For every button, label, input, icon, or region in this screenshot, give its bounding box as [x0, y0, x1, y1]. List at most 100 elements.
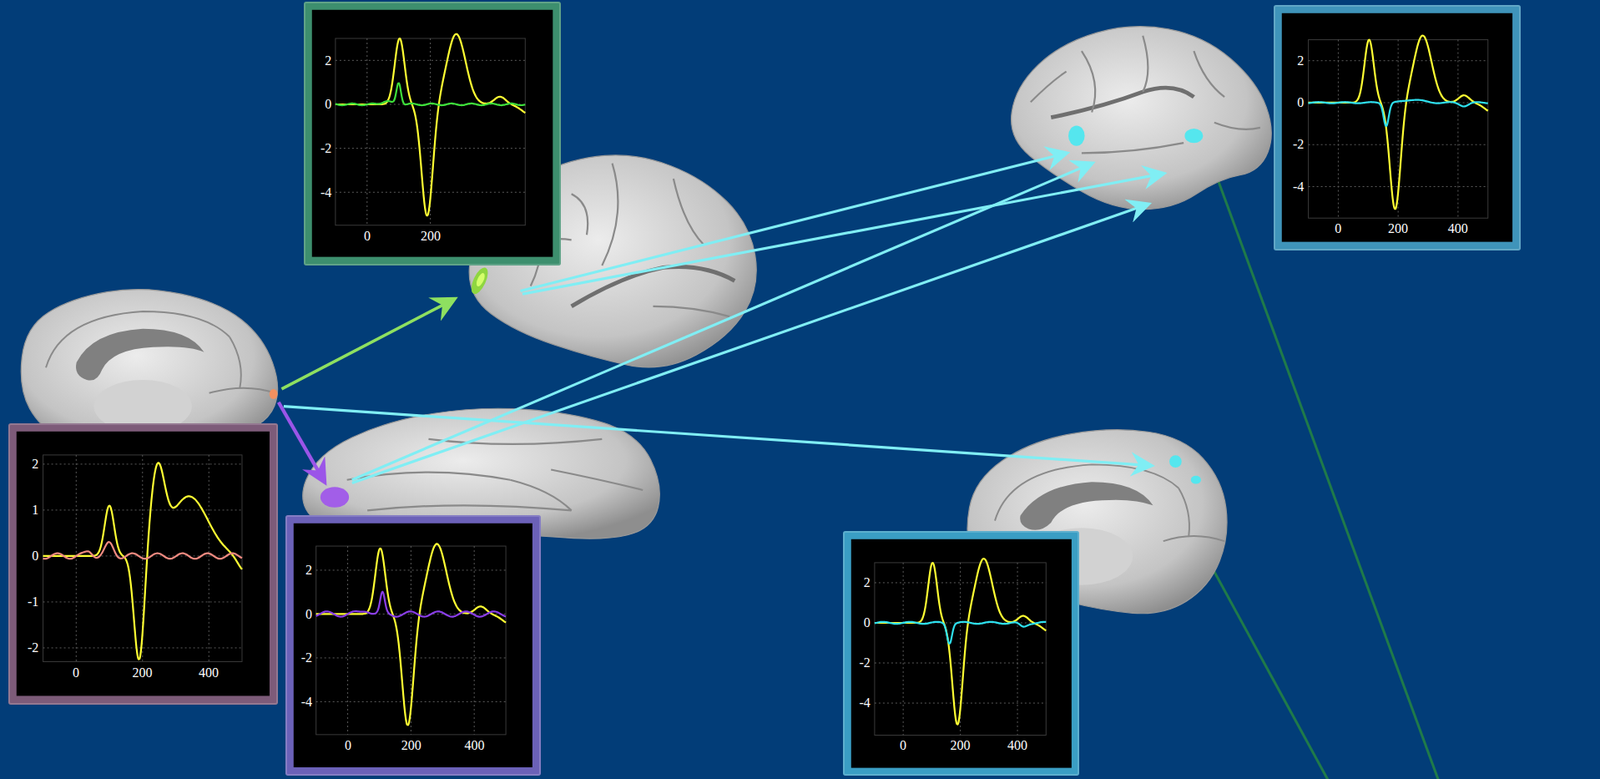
erp-plot	[285, 514, 541, 776]
erp-panel: 210-1-20200400	[8, 423, 278, 704]
grid-line	[1337, 40, 1339, 219]
target-region	[1068, 125, 1086, 146]
corpus-callosum	[75, 328, 205, 381]
sulcus	[571, 193, 589, 235]
tick-label: 400	[198, 666, 219, 680]
sulcus	[652, 306, 730, 317]
tick-label: 0	[305, 607, 313, 621]
target-region	[1184, 128, 1203, 143]
tick-label: 0	[363, 229, 371, 243]
target-region	[1169, 454, 1182, 468]
tick-label: -2	[320, 141, 332, 156]
grid-line	[75, 454, 77, 662]
source-region	[320, 486, 349, 507]
grid-line	[316, 570, 506, 571]
tick-label: 2	[324, 54, 332, 68]
grid-line	[316, 657, 506, 659]
tick-label: 400	[464, 738, 485, 753]
plot-background	[293, 523, 533, 768]
tick-label: 400	[1007, 738, 1028, 753]
sulcus	[229, 337, 242, 389]
tick-label: -4	[858, 696, 870, 710]
plot-background	[312, 10, 554, 258]
connection-arrow	[281, 298, 455, 389]
erp-panel: 20-2-40200400	[285, 514, 541, 776]
erp-trace	[42, 542, 242, 560]
tick-label: -2	[301, 651, 313, 665]
grid-line	[474, 545, 475, 735]
tick-label: 2	[863, 575, 871, 590]
plot-frame	[42, 454, 242, 662]
tick-label: 200	[420, 229, 441, 243]
sulcus	[428, 439, 602, 445]
sulcus	[1163, 535, 1225, 541]
erp-plot	[1273, 5, 1521, 250]
tick-label: 1	[31, 503, 39, 517]
tick-label: 0	[72, 666, 80, 680]
erp-trace	[1307, 100, 1488, 127]
erp-panel: 2 0 -2 -4 0 200 400	[1273, 5, 1521, 250]
tick-label: -4	[320, 186, 332, 200]
grid-line	[874, 581, 1046, 583]
plot-background	[851, 539, 1072, 768]
tick-label: 400	[1448, 222, 1469, 236]
sulcus	[1193, 50, 1225, 97]
connection-arrow	[283, 406, 1151, 466]
sylvian-fissure	[1050, 87, 1194, 117]
erp-plot	[303, 1, 561, 265]
tick-label: 2	[305, 563, 313, 577]
plot-background	[1282, 13, 1513, 243]
sulcus	[1214, 122, 1261, 130]
tick-label: 0	[324, 97, 332, 112]
grid-line	[902, 562, 904, 736]
erp-trace	[335, 83, 525, 106]
target-region	[1191, 475, 1202, 485]
erp-panel: 2 0 -2 -4 0 200	[303, 1, 561, 265]
sulcus	[601, 163, 618, 266]
sulcus	[367, 504, 572, 510]
tick-label: -2	[27, 641, 39, 655]
tick-label: 0	[1334, 222, 1342, 236]
source-region	[468, 265, 492, 297]
connection-arrow	[278, 402, 325, 482]
grid	[42, 454, 242, 662]
tick-label: -2	[858, 656, 870, 670]
sulcus	[1142, 35, 1148, 92]
tick-label: 0	[1297, 95, 1304, 110]
sulcus	[1081, 50, 1096, 112]
erp-trace	[316, 591, 506, 617]
tick-label: 200	[1388, 222, 1409, 236]
tick-label: 2	[1297, 54, 1304, 68]
tick-label: 200	[401, 738, 422, 753]
sulcus	[673, 178, 705, 245]
plot-background	[16, 431, 270, 697]
erp-trace	[316, 544, 506, 726]
tick-label: -4	[301, 695, 313, 709]
grid-line	[1016, 562, 1018, 736]
tick-label: 0	[899, 738, 907, 753]
source-region	[269, 388, 278, 399]
grid-line	[1457, 40, 1459, 219]
connection-arrow	[520, 152, 1067, 291]
tick-label: -4	[1292, 180, 1304, 194]
tick-label: 2	[31, 457, 39, 471]
sulcus	[209, 388, 276, 394]
sulcus	[1030, 71, 1067, 103]
grid-line	[208, 454, 210, 662]
sulcus	[1081, 142, 1184, 153]
sulcus	[1178, 488, 1190, 536]
erp-panel: 2 0 -2 -4 0 200 400	[842, 530, 1081, 776]
tick-label: 0	[863, 615, 871, 630]
erp-trace	[1307, 35, 1488, 210]
sulcus	[550, 469, 643, 490]
tick-label: 200	[949, 738, 970, 753]
grid-line	[347, 545, 349, 735]
tick-label: 0	[31, 549, 39, 563]
tick-label: -2	[1292, 137, 1304, 152]
source-region	[474, 272, 487, 288]
erp-plot	[8, 423, 278, 704]
sulcus	[994, 464, 1179, 520]
erp-trace	[874, 558, 1046, 724]
erp-trace	[874, 621, 1046, 644]
